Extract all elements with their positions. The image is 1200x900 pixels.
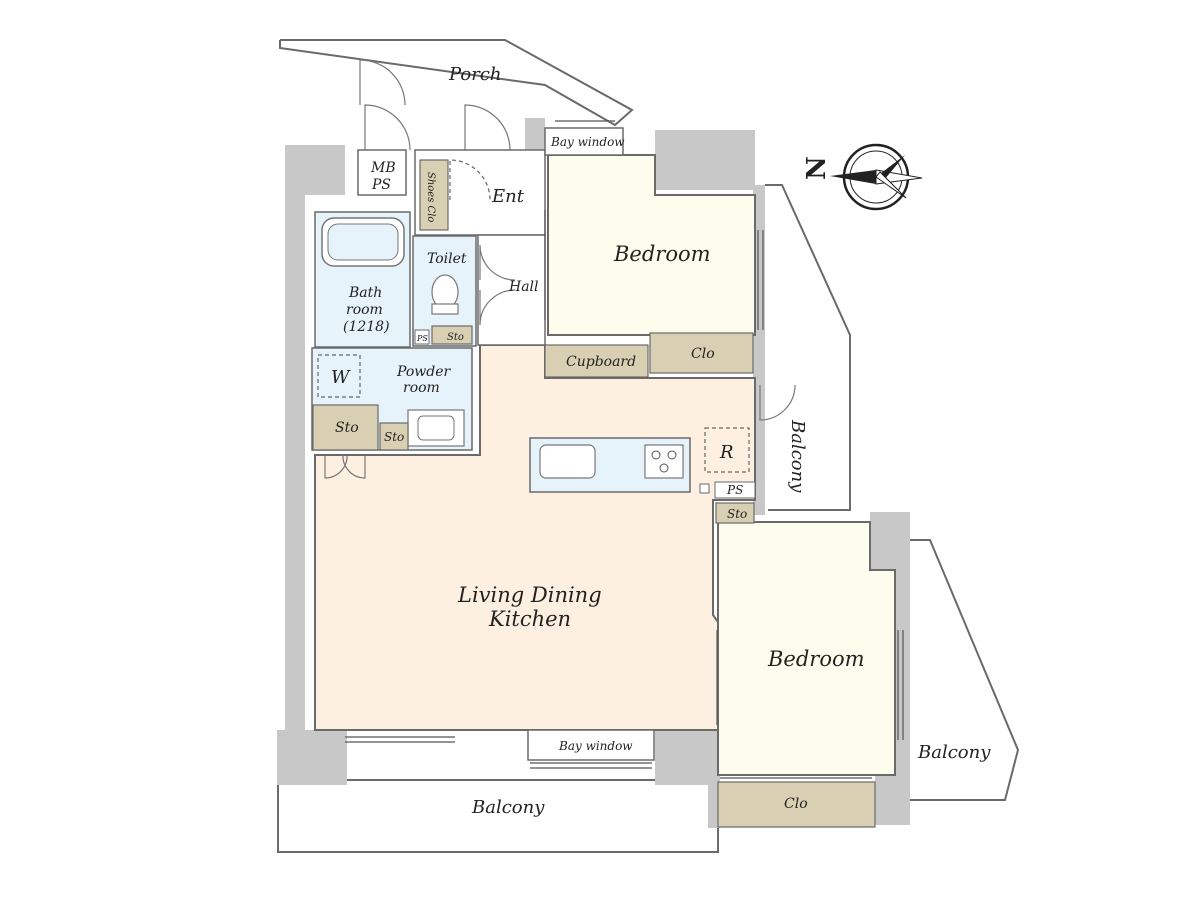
hall bbox=[477, 234, 546, 346]
walls bbox=[277, 118, 910, 828]
label-bay-window-bottom: Bay window bbox=[558, 739, 633, 753]
label-balcony-bottom: Balcony bbox=[471, 797, 545, 818]
label-hall: Hall bbox=[508, 279, 539, 295]
label-clo-north: Clo bbox=[691, 346, 715, 362]
ps-boxes bbox=[414, 329, 756, 499]
porch-outline bbox=[279, 39, 634, 127]
label-room: room bbox=[346, 302, 383, 318]
label-bedroom-south: Bedroom bbox=[767, 647, 865, 671]
label-ps-kitchen: PS bbox=[726, 483, 743, 497]
label-cupboard: Cupboard bbox=[566, 354, 636, 370]
bay-window-top-box bbox=[544, 127, 624, 156]
label-sto-left: Sto bbox=[335, 420, 359, 436]
label-toilet: Toilet bbox=[427, 251, 467, 267]
label-sto-kitchen: Sto bbox=[727, 507, 747, 521]
label-balcony-right: Balcony bbox=[787, 419, 808, 493]
compass-icon: N bbox=[802, 143, 923, 211]
label-ldk-line2: Kitchen bbox=[488, 607, 571, 631]
bay-window-bottom-box bbox=[527, 729, 655, 761]
label-bath: Bath bbox=[348, 285, 382, 301]
label-shoes-clo: Shoes Clo bbox=[425, 172, 436, 222]
label-bay-window-top: Bay window bbox=[550, 135, 625, 149]
label-mb: MB bbox=[370, 160, 396, 176]
bathroom bbox=[314, 211, 411, 348]
right-balcony-outline bbox=[765, 184, 851, 511]
label-r: R bbox=[719, 442, 734, 463]
bedroom-south bbox=[717, 521, 896, 776]
label-ent: Ent bbox=[491, 186, 525, 207]
dashed-appliance-spaces bbox=[317, 354, 750, 473]
door-swings bbox=[324, 59, 796, 479]
label-bath-size: (1218) bbox=[343, 319, 390, 335]
label-w: W bbox=[331, 367, 351, 388]
label-powder: Powder bbox=[396, 364, 452, 380]
compass-north-label: N bbox=[802, 156, 832, 180]
label-clo-south: Clo bbox=[784, 796, 808, 812]
label-balcony-corner: Balcony bbox=[917, 742, 991, 763]
mb-ps-box bbox=[357, 149, 407, 196]
label-sto-toilet: Sto bbox=[447, 332, 464, 343]
label-porch: Porch bbox=[448, 64, 502, 85]
bedroom-north bbox=[547, 154, 756, 336]
storage-blocks bbox=[312, 159, 876, 828]
label-ps-small: PS bbox=[416, 334, 428, 343]
label-ps: PS bbox=[371, 177, 391, 193]
label-bedroom-north: Bedroom bbox=[613, 242, 711, 266]
corner-balcony-outline bbox=[910, 539, 1020, 801]
label-ldk-line1: Living Dining bbox=[457, 583, 602, 607]
kitchen-counter bbox=[529, 437, 691, 493]
label-powder-room: room bbox=[403, 380, 440, 396]
windows bbox=[345, 120, 904, 779]
label-sto-powder: Sto bbox=[384, 430, 404, 444]
